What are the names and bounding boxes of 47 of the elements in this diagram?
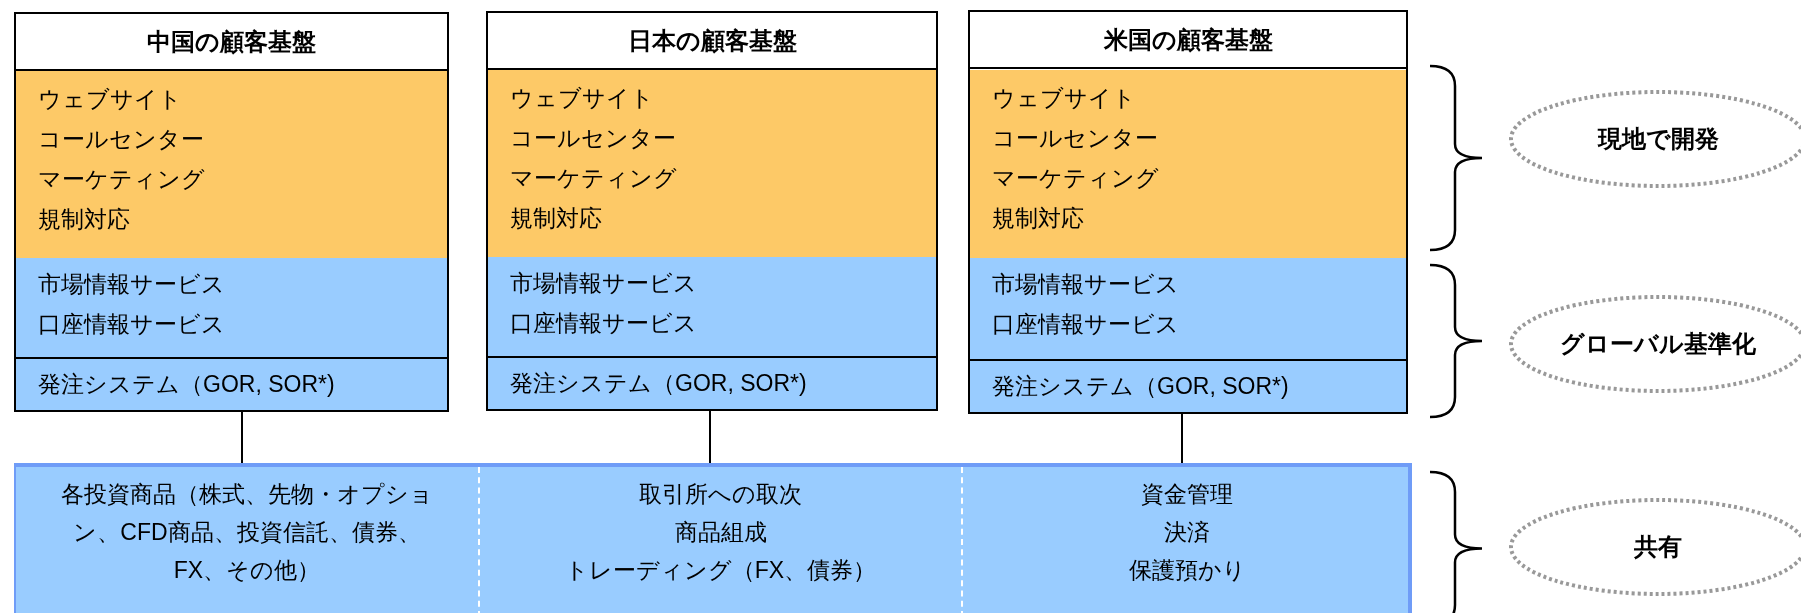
customer-base-box xyxy=(968,10,1408,414)
item-text: マーケティング xyxy=(38,165,206,194)
local-section xyxy=(970,70,1406,258)
item-text: 口座情報サービス xyxy=(510,309,698,338)
shared-platform-band xyxy=(14,463,1412,613)
item-text: 規制対応 xyxy=(38,205,131,234)
customer-base-box xyxy=(14,12,449,412)
global-section xyxy=(16,258,447,357)
local-section xyxy=(488,70,936,257)
global-section xyxy=(970,258,1406,359)
item-text: トレーディング（FX、債券） xyxy=(564,556,877,585)
item-text: 取引所への取次 xyxy=(639,480,802,509)
ellipse-label: グローバル基準化 xyxy=(1560,329,1756,359)
item-text: 商品組成 xyxy=(674,518,767,547)
connector-line xyxy=(241,411,243,464)
item-text: 発注システム（GOR, SOR*) xyxy=(38,370,336,399)
item-text: コールセンター xyxy=(510,124,677,153)
item-text: 発注システム（GOR, SOR*) xyxy=(992,372,1290,401)
item-text: 保護預かり xyxy=(1128,556,1246,585)
item-text: ウェブサイト xyxy=(510,84,655,113)
customer-base-box xyxy=(486,11,938,411)
item-text: ウェブサイト xyxy=(38,85,183,114)
connector-line xyxy=(1181,413,1183,464)
item-text: 規制対応 xyxy=(510,204,603,233)
order-system-section xyxy=(16,357,447,410)
item-text: 各投資商品（株式、先物・オプション、CFD商品、投資信託、債券、FX、その他） xyxy=(61,480,433,585)
item-text: マーケティング xyxy=(510,164,678,193)
item-text: 市場情報サービス xyxy=(510,269,698,298)
item-text: 決済 xyxy=(1164,518,1210,547)
item-text: 規制対応 xyxy=(992,204,1085,233)
connector-line xyxy=(709,410,711,464)
ellipse-label: 現地で開発 xyxy=(1597,124,1719,154)
item-text: マーケティング xyxy=(992,164,1160,193)
item-text: 発注システム（GOR, SOR*) xyxy=(510,369,808,398)
order-system-section xyxy=(488,356,936,409)
item-text: 口座情報サービス xyxy=(992,310,1180,339)
item-text: 資金管理 xyxy=(1141,480,1233,509)
item-text: 市場情報サービス xyxy=(992,270,1180,299)
item-text: ウェブサイト xyxy=(992,84,1137,113)
order-system-section xyxy=(970,359,1406,412)
item-text: 口座情報サービス xyxy=(38,310,226,339)
local-section xyxy=(16,71,447,258)
ellipse-label: 共有 xyxy=(1634,532,1682,562)
item-text: 市場情報サービス xyxy=(38,270,226,299)
item-text: コールセンター xyxy=(38,125,205,154)
item-text: コールセンター xyxy=(992,124,1159,153)
global-section xyxy=(488,257,936,356)
